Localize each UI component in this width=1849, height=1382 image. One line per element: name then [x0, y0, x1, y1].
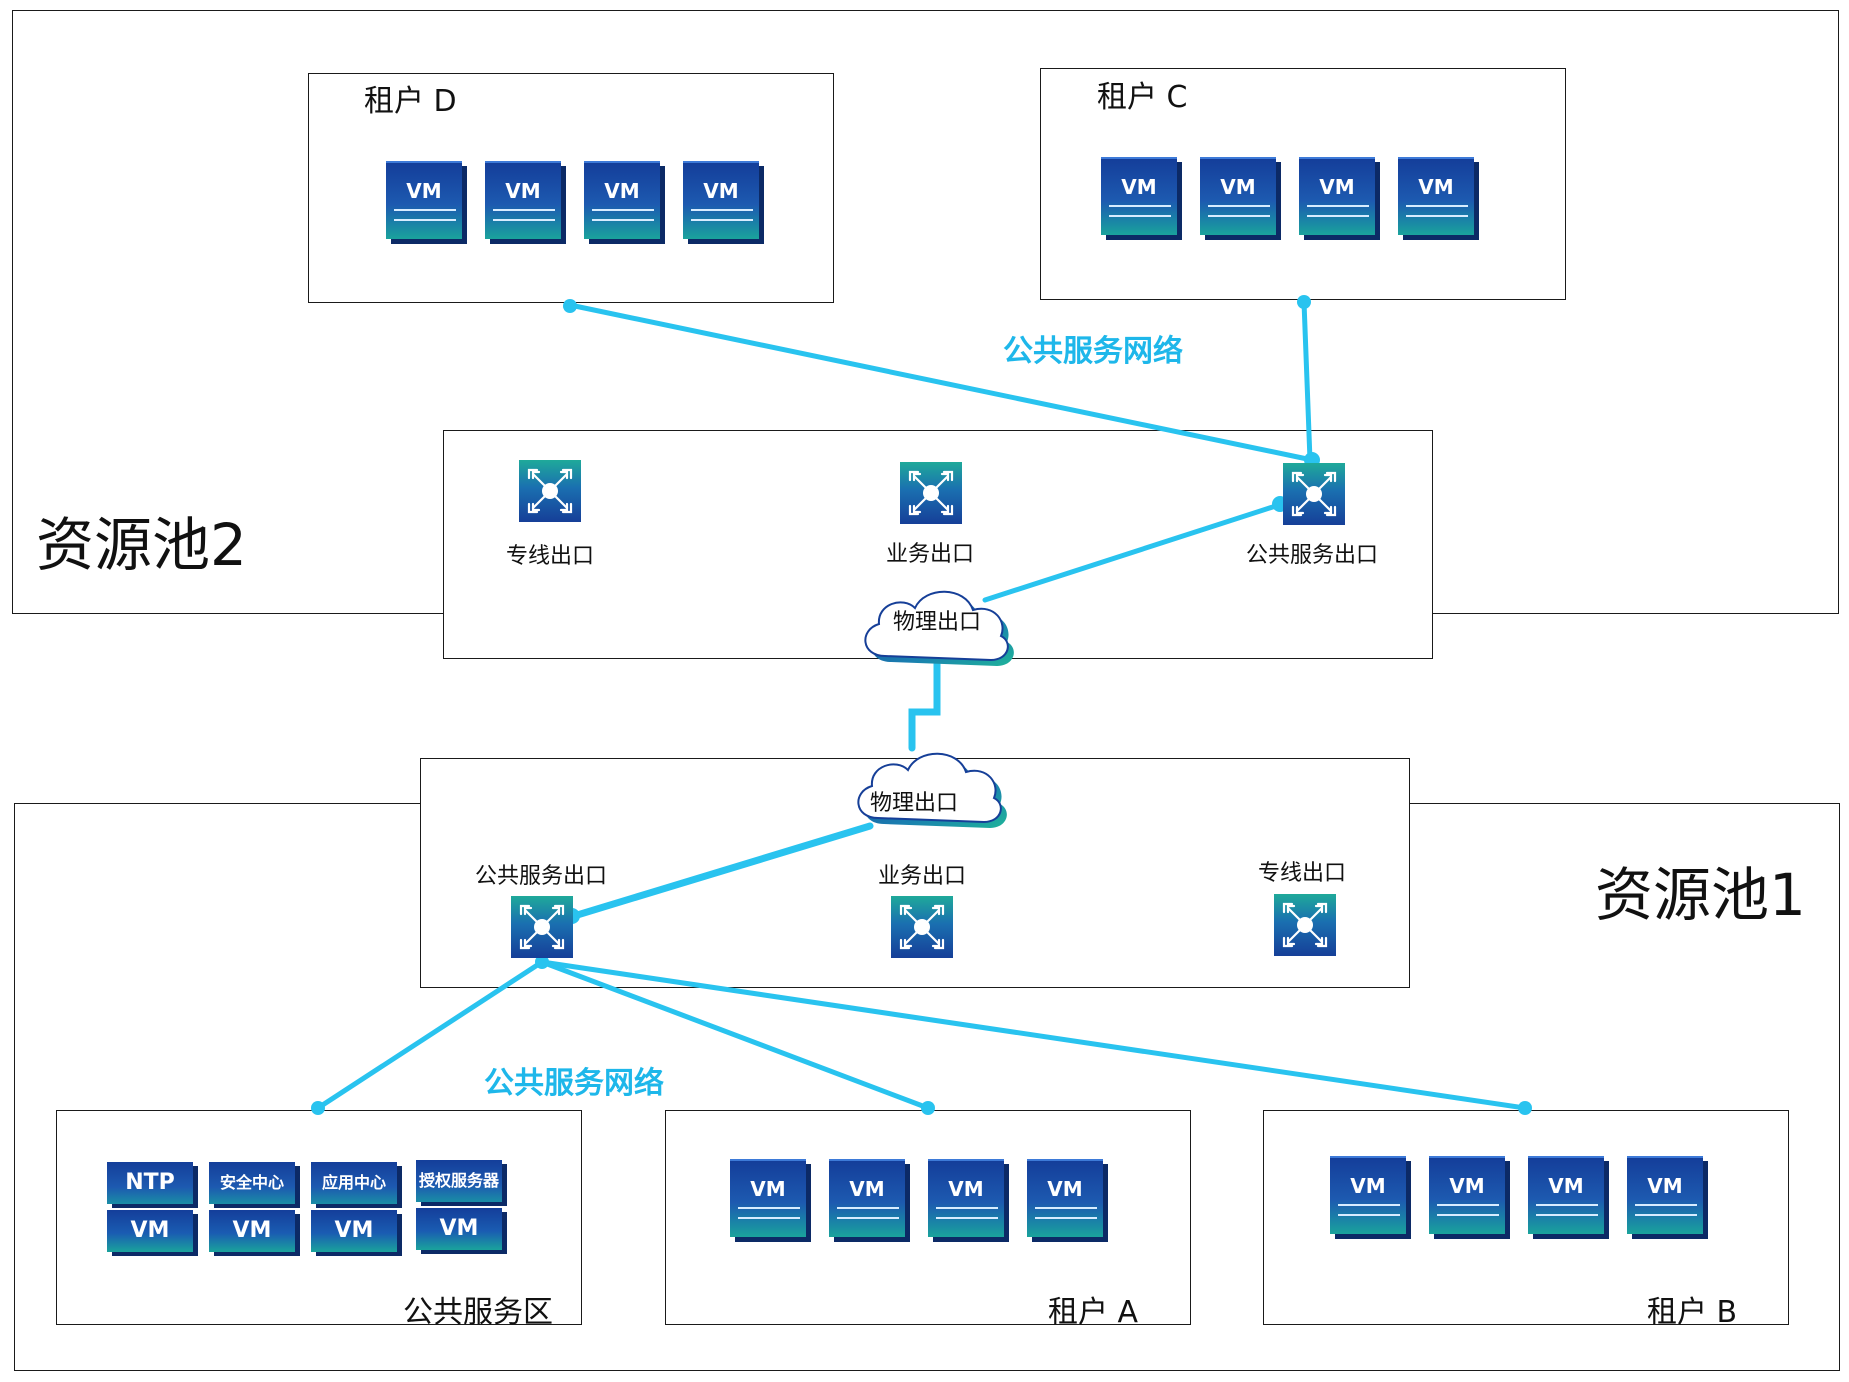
resource-pool-2-label: 资源池2 — [36, 511, 247, 579]
service-name: 授权服务器 — [416, 1160, 502, 1202]
service-name: 安全中心 — [209, 1162, 295, 1204]
link-physical-to-public-exit — [570, 822, 874, 920]
public-service-zone-label: 公共服务区 — [403, 1295, 553, 1330]
vm-icon: VM — [730, 1159, 812, 1241]
dedicated-exit-switch-icon-pool1 — [1274, 894, 1336, 956]
link-public-exit-to-tenant-b — [539, 959, 1528, 1111]
resource-pool-1-label: 资源池1 — [1595, 861, 1806, 929]
link-endpoint — [1297, 295, 1311, 309]
vm-icon: VM — [584, 161, 666, 243]
app-center-service-vm: 应用中心 VM — [311, 1162, 401, 1256]
vm-icon: VM — [386, 161, 468, 243]
link-physical-interconnect — [908, 660, 941, 752]
physical-exit-cloud-icon-pool1: 物理出口 — [848, 740, 1020, 838]
link-endpoint — [311, 1101, 325, 1115]
link-tenant-d-to-public-exit — [567, 302, 1315, 463]
vm-icon: VM — [1299, 157, 1381, 239]
vm-icon: VM — [1627, 1156, 1709, 1238]
public-exit-label-pool1: 公共服务出口 — [474, 864, 608, 889]
public-exit-switch-icon-pool2 — [1283, 463, 1345, 525]
physical-exit-label-pool1: 物理出口 — [869, 791, 959, 816]
vm-icon: VM — [1528, 1156, 1610, 1238]
physical-exit-label-pool2: 物理出口 — [892, 610, 982, 635]
link-endpoint — [1518, 1101, 1532, 1115]
public-exit-label-pool2: 公共服务出口 — [1245, 543, 1379, 568]
dedicated-exit-label-pool1: 专线出口 — [1257, 861, 1347, 886]
vm-icon: VM — [1027, 1159, 1109, 1241]
vm-icon: VM — [1330, 1156, 1412, 1238]
vm-icon: VM — [1101, 157, 1183, 239]
tenant-a-label: 租户 A — [1048, 1295, 1139, 1330]
vm-icon: VM — [829, 1159, 911, 1241]
vm-icon: VM — [1398, 157, 1480, 239]
security-center-service-vm: 安全中心 VM — [209, 1162, 299, 1256]
link-tenant-c-to-public-exit — [1301, 299, 1313, 463]
service-name: NTP — [107, 1162, 193, 1204]
vm-icon: VM — [1429, 1156, 1511, 1238]
public-service-network-label-bottom: 公共服务网络 — [484, 1066, 664, 1101]
vm-icon: VM — [928, 1159, 1010, 1241]
tenant-c-label: 租户 C — [1097, 80, 1188, 115]
business-exit-switch-icon-pool2 — [900, 462, 962, 524]
business-exit-label-pool2: 业务出口 — [885, 542, 975, 567]
link-endpoint — [563, 299, 577, 313]
link-public-exit-to-tenant-a — [539, 959, 931, 1111]
tenant-b-label: 租户 B — [1647, 1295, 1738, 1330]
vm-icon: VM — [485, 161, 567, 243]
physical-exit-cloud-icon-pool2: 物理出口 — [855, 578, 1027, 676]
public-service-network-label-top: 公共服务网络 — [1003, 334, 1183, 369]
link-endpoint — [921, 1101, 935, 1115]
license-server-service-vm: 授权服务器 VM — [416, 1160, 506, 1254]
dedicated-exit-switch-icon-pool2 — [519, 460, 581, 522]
vm-icon: VM — [683, 161, 765, 243]
service-name: 应用中心 — [311, 1162, 397, 1204]
business-exit-switch-icon-pool1 — [891, 896, 953, 958]
link-endpoint — [535, 955, 549, 969]
link-public-exit-to-service-zone — [315, 959, 545, 1111]
business-exit-label-pool1: 业务出口 — [877, 864, 967, 889]
ntp-service-vm: NTP VM — [107, 1162, 197, 1256]
tenant-d-label: 租户 D — [364, 84, 457, 119]
service-vm-label: VM — [209, 1210, 295, 1252]
service-vm-label: VM — [416, 1208, 502, 1250]
vm-icon: VM — [1200, 157, 1282, 239]
service-vm-label: VM — [311, 1210, 397, 1252]
public-exit-switch-icon-pool1 — [511, 896, 573, 958]
dedicated-exit-label-pool2: 专线出口 — [505, 544, 595, 569]
service-vm-label: VM — [107, 1210, 193, 1252]
link-public-exit-to-physical — [982, 501, 1285, 603]
